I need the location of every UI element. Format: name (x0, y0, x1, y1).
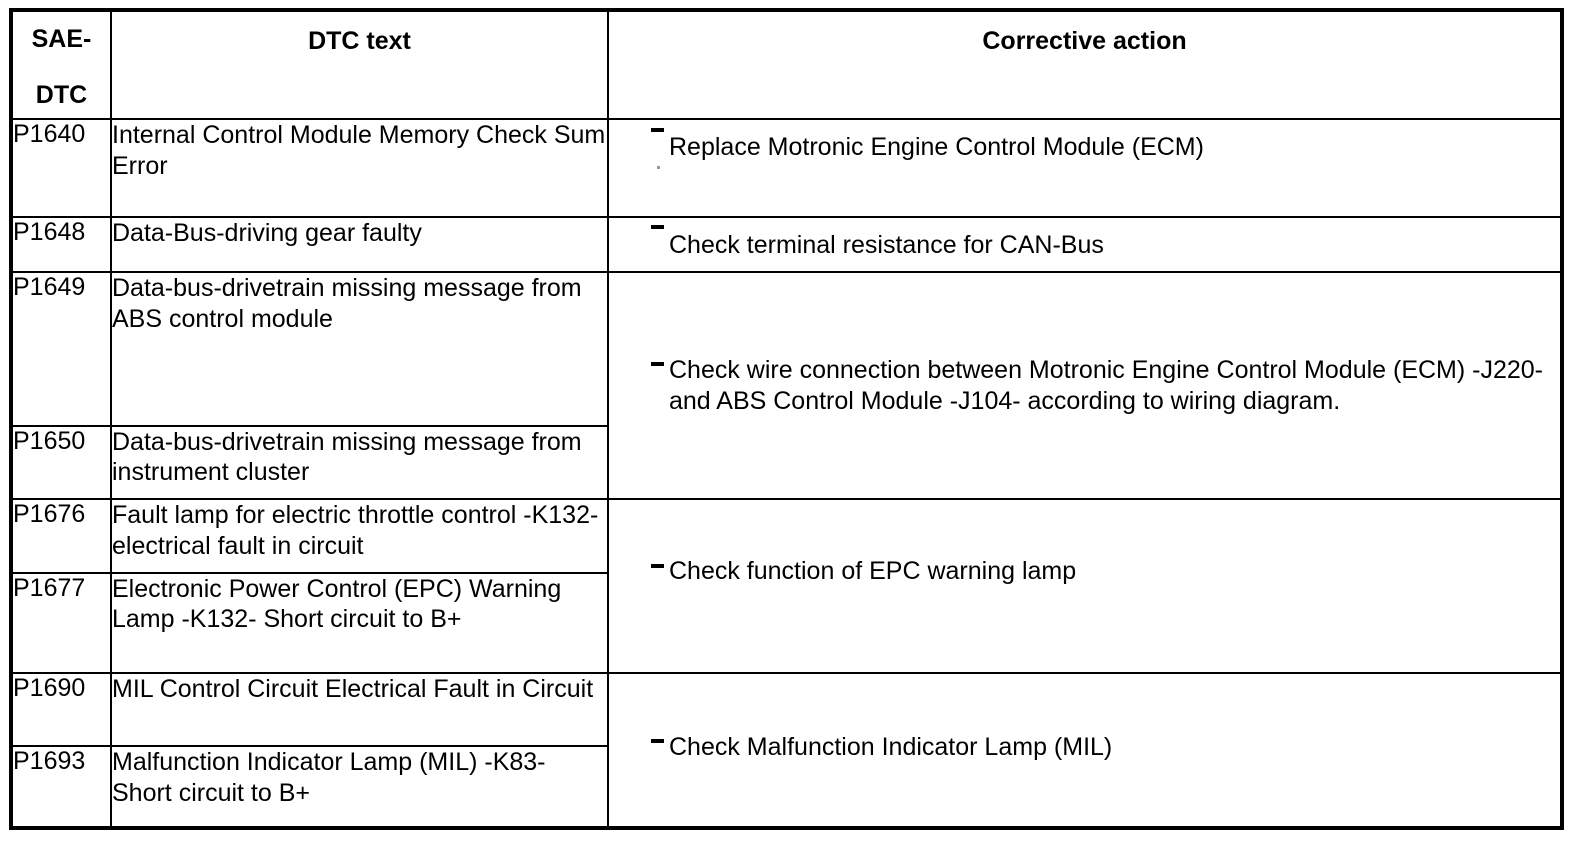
dash-bullet-icon (651, 563, 664, 568)
dash-bullet-icon (651, 739, 664, 744)
corrective-action-inner: Check function of EPC warning lamp (609, 500, 1560, 597)
column-header-sae-dtc-line1: SAE- (31, 25, 92, 53)
dtc-text-cell: Data-bus-drivetrain missing message from… (110, 271, 609, 427)
corrective-action-inner: Replace Motronic Engine Control Module (… (609, 120, 1560, 173)
dtc-text-cell: Electronic Power Control (EPC) Warning L… (110, 571, 609, 674)
column-header-sae-dtc: SAE- DTC (11, 10, 112, 120)
corrective-action-inner: Check wire connection between Motronic E… (609, 355, 1560, 417)
corrective-action-cell: Check terminal resistance for CAN-Bus (607, 215, 1562, 274)
column-header-sae-dtc-line2: DTC (35, 81, 88, 110)
dash-bullet-icon (651, 127, 664, 132)
dtc-code-cell: P1690 (11, 671, 112, 748)
dtc-text-cell: MIL Control Circuit Electrical Fault in … (110, 671, 609, 748)
corrective-action-text: Check Malfunction Indicator Lamp (MIL) (669, 732, 1113, 761)
dtc-code-cell: P1649 (11, 271, 112, 427)
corrective-action-inner: Check terminal resistance for CAN-Bus (609, 218, 1560, 271)
dtc-code-cell: P1693 (11, 745, 112, 828)
header-row: SAE- DTC DTC text Corrective action (11, 10, 1562, 120)
dtc-text-cell: Fault lamp for electric throttle control… (110, 498, 609, 574)
dtc-code-cell: P1650 (11, 424, 112, 501)
corrective-action-text: Check terminal resistance for CAN-Bus (669, 230, 1104, 259)
dash-bullet-icon (651, 362, 664, 367)
column-header-sae-dtc-inner: SAE- DTC (13, 12, 110, 109)
dtc-text-cell: Data-bus-drivetrain missing message from… (110, 424, 609, 501)
dtc-text-cell: Data-Bus-driving gear faulty (110, 215, 609, 274)
dash-bullet-icon (651, 225, 664, 230)
corrective-action-text: Check wire connection between Motronic E… (669, 355, 1544, 415)
dtc-code-cell: P1677 (11, 571, 112, 674)
table-row: P1649 Data-bus-drivetrain missing messag… (11, 271, 1562, 501)
corrective-action-cell: Replace Motronic Engine Control Module (… (607, 118, 1562, 218)
table-row: P1648 Data-Bus-driving gear faulty Check… (11, 215, 1562, 274)
corrective-action-text: Replace Motronic Engine Control Module (… (669, 133, 1204, 161)
table-row: P1650 Data-bus-drivetrain missing messag… (11, 424, 1561, 501)
dtc-text-cell: Internal Control Module Memory Check Sum… (110, 118, 609, 218)
table-header: SAE- DTC DTC text Corrective action (11, 10, 1562, 120)
column-header-dtc-text-inner: DTC text (308, 27, 411, 55)
table-row: P1693 Malfunction Indicator Lamp (MIL) -… (11, 745, 1561, 828)
dtc-code-cell: P1676 (11, 498, 112, 574)
table-row: P1640 Internal Control Module Memory Che… (11, 118, 1562, 218)
column-header-corrective-action-inner: Corrective action (982, 27, 1187, 55)
table-row: P1690 MIL Control Circuit Electrical Fau… (11, 671, 1562, 829)
corrective-action-text: Check function of EPC warning lamp (669, 557, 1077, 586)
dtc-corrective-action-table: SAE- DTC DTC text Corrective action P164… (9, 8, 1564, 830)
table-body: P1640 Internal Control Module Memory Che… (11, 118, 1562, 829)
table-row: P1677 Electronic Power Control (EPC) War… (11, 571, 1561, 674)
table-row: P1676 Fault lamp for electric throttle c… (11, 498, 1562, 674)
corrective-action-cell-merged: Check Malfunction Indicator Lamp (MIL) (607, 671, 1562, 829)
column-header-dtc-text: DTC text (110, 10, 609, 120)
corrective-action-cell-merged: Check function of EPC warning lamp (607, 498, 1562, 674)
dtc-text-cell: Malfunction Indicator Lamp (MIL) -K83- S… (110, 745, 609, 828)
corrective-action-cell-merged: Check wire connection between Motronic E… (607, 271, 1562, 501)
dtc-code-cell: P1648 (11, 215, 112, 274)
dtc-code-cell: P1640 (11, 118, 112, 218)
scan-speck-artifact (657, 166, 660, 169)
corrective-action-inner: Check Malfunction Indicator Lamp (MIL) (609, 674, 1560, 773)
column-header-corrective-action: Corrective action (607, 10, 1562, 120)
